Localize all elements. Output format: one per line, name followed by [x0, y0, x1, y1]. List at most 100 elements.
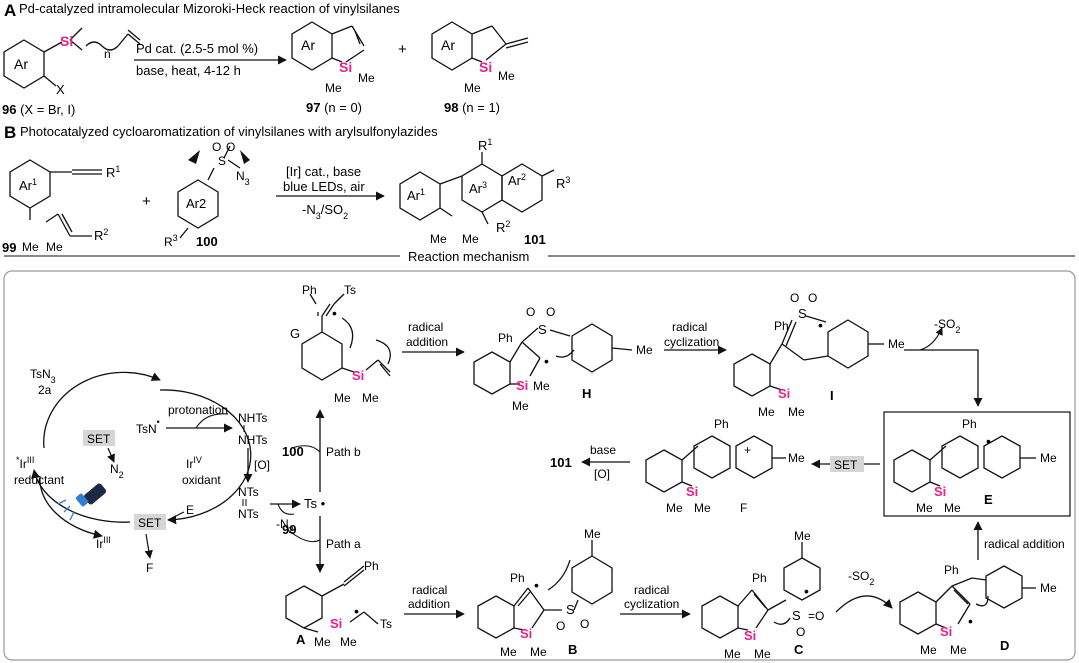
nhts-top: NHTs [238, 411, 267, 425]
radical-dot: • [818, 317, 823, 333]
oxygen-label: =O [808, 609, 824, 623]
phenyl-label: Ph [302, 283, 317, 297]
species-e-cycle-label: E [186, 503, 194, 517]
methyl-label: Me [794, 529, 811, 543]
compound-96 [3, 27, 141, 89]
oxygen-label: O [556, 619, 565, 633]
radical-dot: • [968, 613, 973, 629]
nts-bottom: NTs [238, 507, 259, 521]
phenyl-label: Ph [962, 417, 977, 431]
methyl-label: Me [584, 527, 601, 541]
methyl-label: Me [788, 451, 805, 465]
intermediate-d: Ph • Me Si Me Me D [899, 563, 1057, 657]
nts-top: NTs [238, 485, 259, 499]
led-lamp-icon [57, 483, 107, 521]
nitrogen-pathway: protonation NHTs NHTs [O] NTs NTs -N2 Ts… [166, 403, 361, 573]
r1-label: R1 [106, 164, 120, 180]
oxygen-label: O [790, 291, 799, 305]
methyl-label: Me [533, 379, 550, 393]
methyl-label: Me [754, 647, 771, 661]
section-a-letter: A [4, 1, 16, 20]
radical-dot: • [986, 433, 991, 449]
mechanism-frame [3, 270, 1076, 661]
methyl-label: Me [500, 645, 517, 659]
protonation-label: protonation [168, 403, 228, 417]
ir3-excited-label: *IrIII [16, 455, 34, 471]
methyl-label: Me [916, 501, 933, 515]
intermediate-b-label: B [568, 642, 577, 657]
compound-99 [9, 159, 102, 237]
radical-dot: • [534, 577, 539, 593]
phenyl-label: Ph [944, 563, 959, 577]
methyl-label: Me [530, 645, 547, 659]
silicon-label: Si [940, 624, 952, 639]
set-box-mechanism [830, 456, 864, 472]
set-label-mechanism: SET [834, 458, 858, 472]
azide-label: N3 [236, 169, 250, 187]
silicon-label: Si [352, 368, 364, 383]
silicon-label: Si [516, 378, 528, 393]
tosyl-radical-label: Ts • [304, 496, 326, 511]
sulfur-label: S [792, 608, 801, 623]
methyl-label: Me [358, 71, 375, 85]
addition-label-2: addition [408, 597, 450, 611]
arrow-i-to-e [904, 349, 983, 407]
aryl2-label: Ar2 [186, 196, 206, 211]
intermediate-b: Ph • Me S O O Si Me Me B [477, 527, 613, 659]
methyl-label: Me [512, 399, 529, 413]
e-uptake-line [167, 511, 185, 521]
compound-97-caption: 97 (n = 0) [306, 100, 362, 115]
compound-98 [431, 21, 529, 71]
arrow-c-to-d [835, 595, 893, 613]
oxygen-label: O [526, 305, 535, 319]
intermediate-f-label: F [740, 501, 747, 515]
section-a-title: Pd-catalyzed intramolecular Mizoroki-Hec… [19, 1, 400, 16]
path-a-label: Path a [326, 537, 361, 551]
conditions-a-bottom: base, heat, 4-12 h [136, 63, 241, 78]
minus-so2-label-1: -SO2 [934, 317, 960, 335]
silicon-label: Si [60, 33, 73, 49]
set-box-bottom [134, 514, 166, 530]
minus-so2-label-2: -SO2 [848, 569, 874, 587]
phenyl-label: Ph [364, 559, 379, 573]
final-product-label: 101 [550, 455, 572, 470]
methyl-label: Me [325, 81, 342, 95]
intermediate-a: Ph • Ts Si Me Me A [285, 559, 392, 649]
phenyl-label: Ph [714, 417, 729, 431]
oxygen-label: O [226, 140, 235, 154]
aryl1-label: Ar1 [19, 177, 37, 193]
methyl-label: Me [46, 240, 63, 254]
reductant-label: reductant [14, 473, 65, 487]
methyl-label: Me [340, 635, 357, 649]
chain-index-label: n [104, 47, 111, 61]
section-b-title: Photocatalyzed cycloaromatization of vin… [20, 124, 438, 139]
oxygen-label: O [796, 625, 805, 639]
methyl-label: Me [888, 337, 905, 351]
radical-cyclization-label-2: radical [634, 583, 669, 597]
n2-label-cycle: N2 [110, 462, 124, 480]
aryl-label: Ar [301, 37, 315, 53]
oxidant-o-label: [O] [254, 458, 270, 472]
oxygen-label: O [580, 617, 589, 631]
compound-99-number: 99 [2, 240, 16, 255]
set-label-bottom: SET [138, 516, 162, 530]
intermediate-i: Ph S O O • Me Si Me Me I [733, 291, 905, 419]
aryl3-label: Ar3 [469, 180, 487, 196]
methyl-label: Me [462, 232, 479, 246]
conditions-a-top: Pd cat. (2.5-5 mol %) [136, 41, 258, 56]
base-label: base [590, 443, 616, 457]
species-f-cycle-label: F [146, 561, 153, 575]
reagent-99-label: 99 [282, 522, 296, 537]
intermediate-d-label: D [1000, 638, 1009, 653]
methyl-label: Me [724, 647, 741, 661]
r2-label: R2 [94, 227, 108, 243]
sulfur-label: S [798, 306, 807, 321]
intermediate-c: Ph Me • S =O O Si Me Me C [701, 529, 824, 661]
mechanism-header: Reaction mechanism [408, 249, 529, 264]
photocatalytic-cycle: TsN3 2a SET N2 TsN• *IrIII reductant IrI… [14, 367, 252, 575]
intermediate-h-label: H [582, 386, 591, 401]
oxygen-label: O [546, 305, 555, 319]
section-b: B Photocatalyzed cycloaromatization of v… [2, 123, 570, 255]
cyclization-label-1: cyclization [664, 335, 719, 349]
r3-label: R3 [164, 233, 178, 249]
